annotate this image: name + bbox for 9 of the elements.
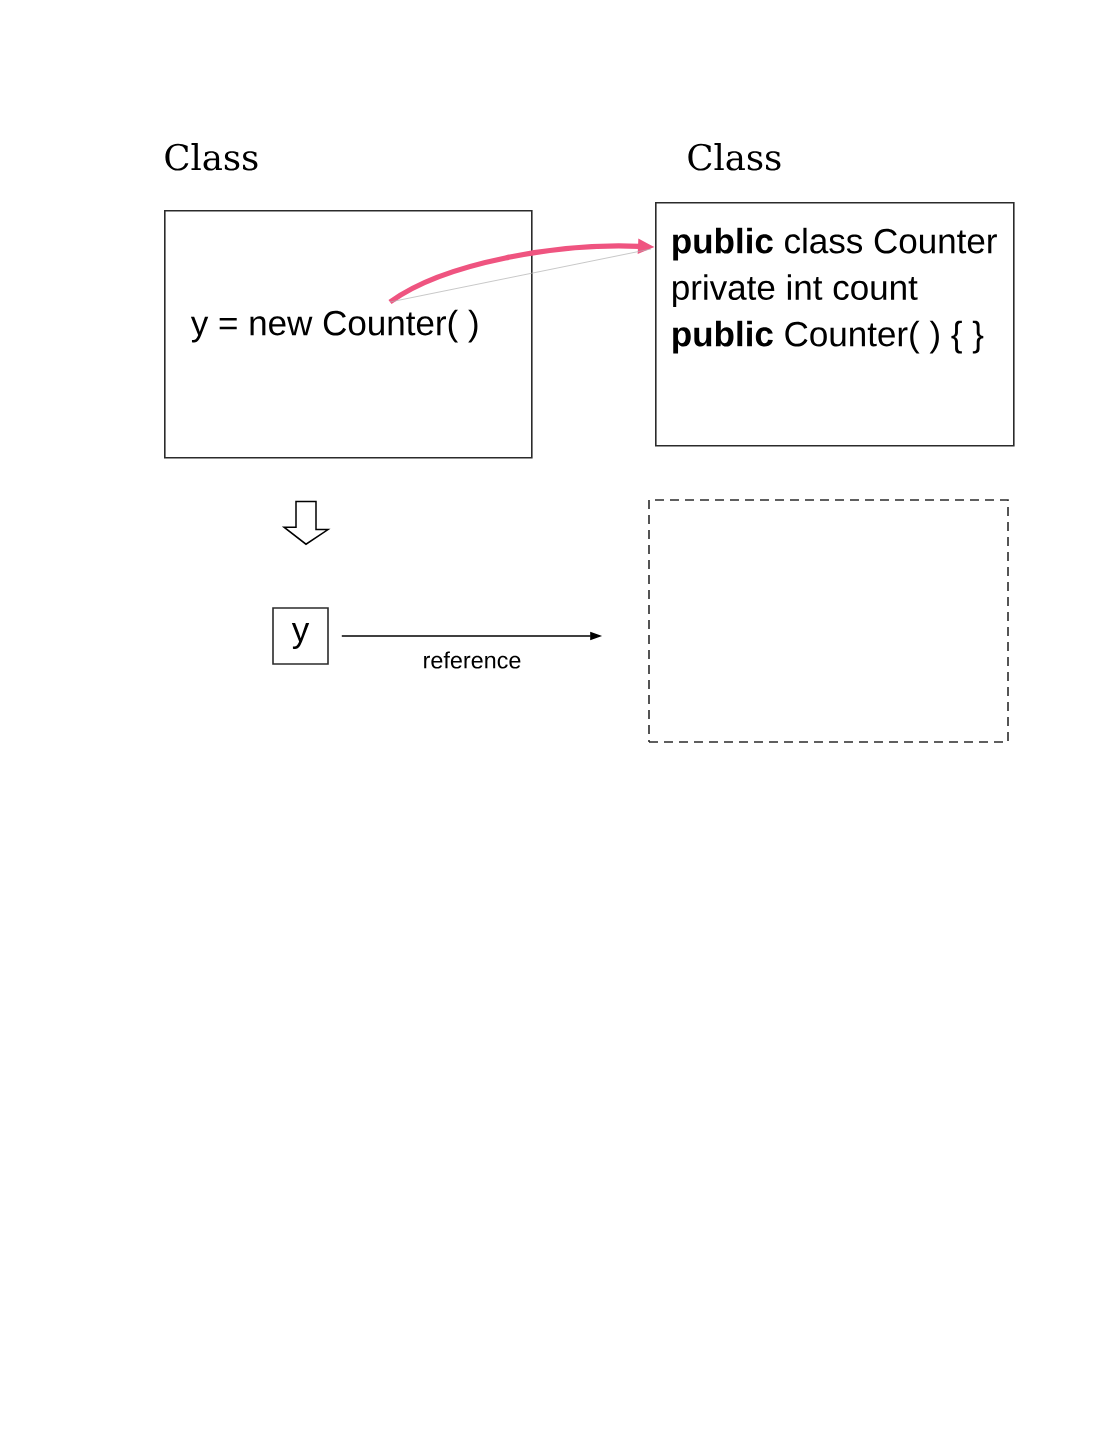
- dashed-box: [648, 499, 1009, 743]
- code-box: y = new Counter( ): [164, 210, 533, 459]
- block-arrow: [281, 500, 331, 546]
- heading: Class: [165, 143, 258, 171]
- heading: Class: [688, 143, 781, 171]
- code-box: public class Counter private int count public Counter( ) { }: [655, 202, 1015, 447]
- variable-box: y: [272, 607, 329, 665]
- edge-label: reference: [422, 651, 522, 669]
- connector-line: [389, 248, 652, 303]
